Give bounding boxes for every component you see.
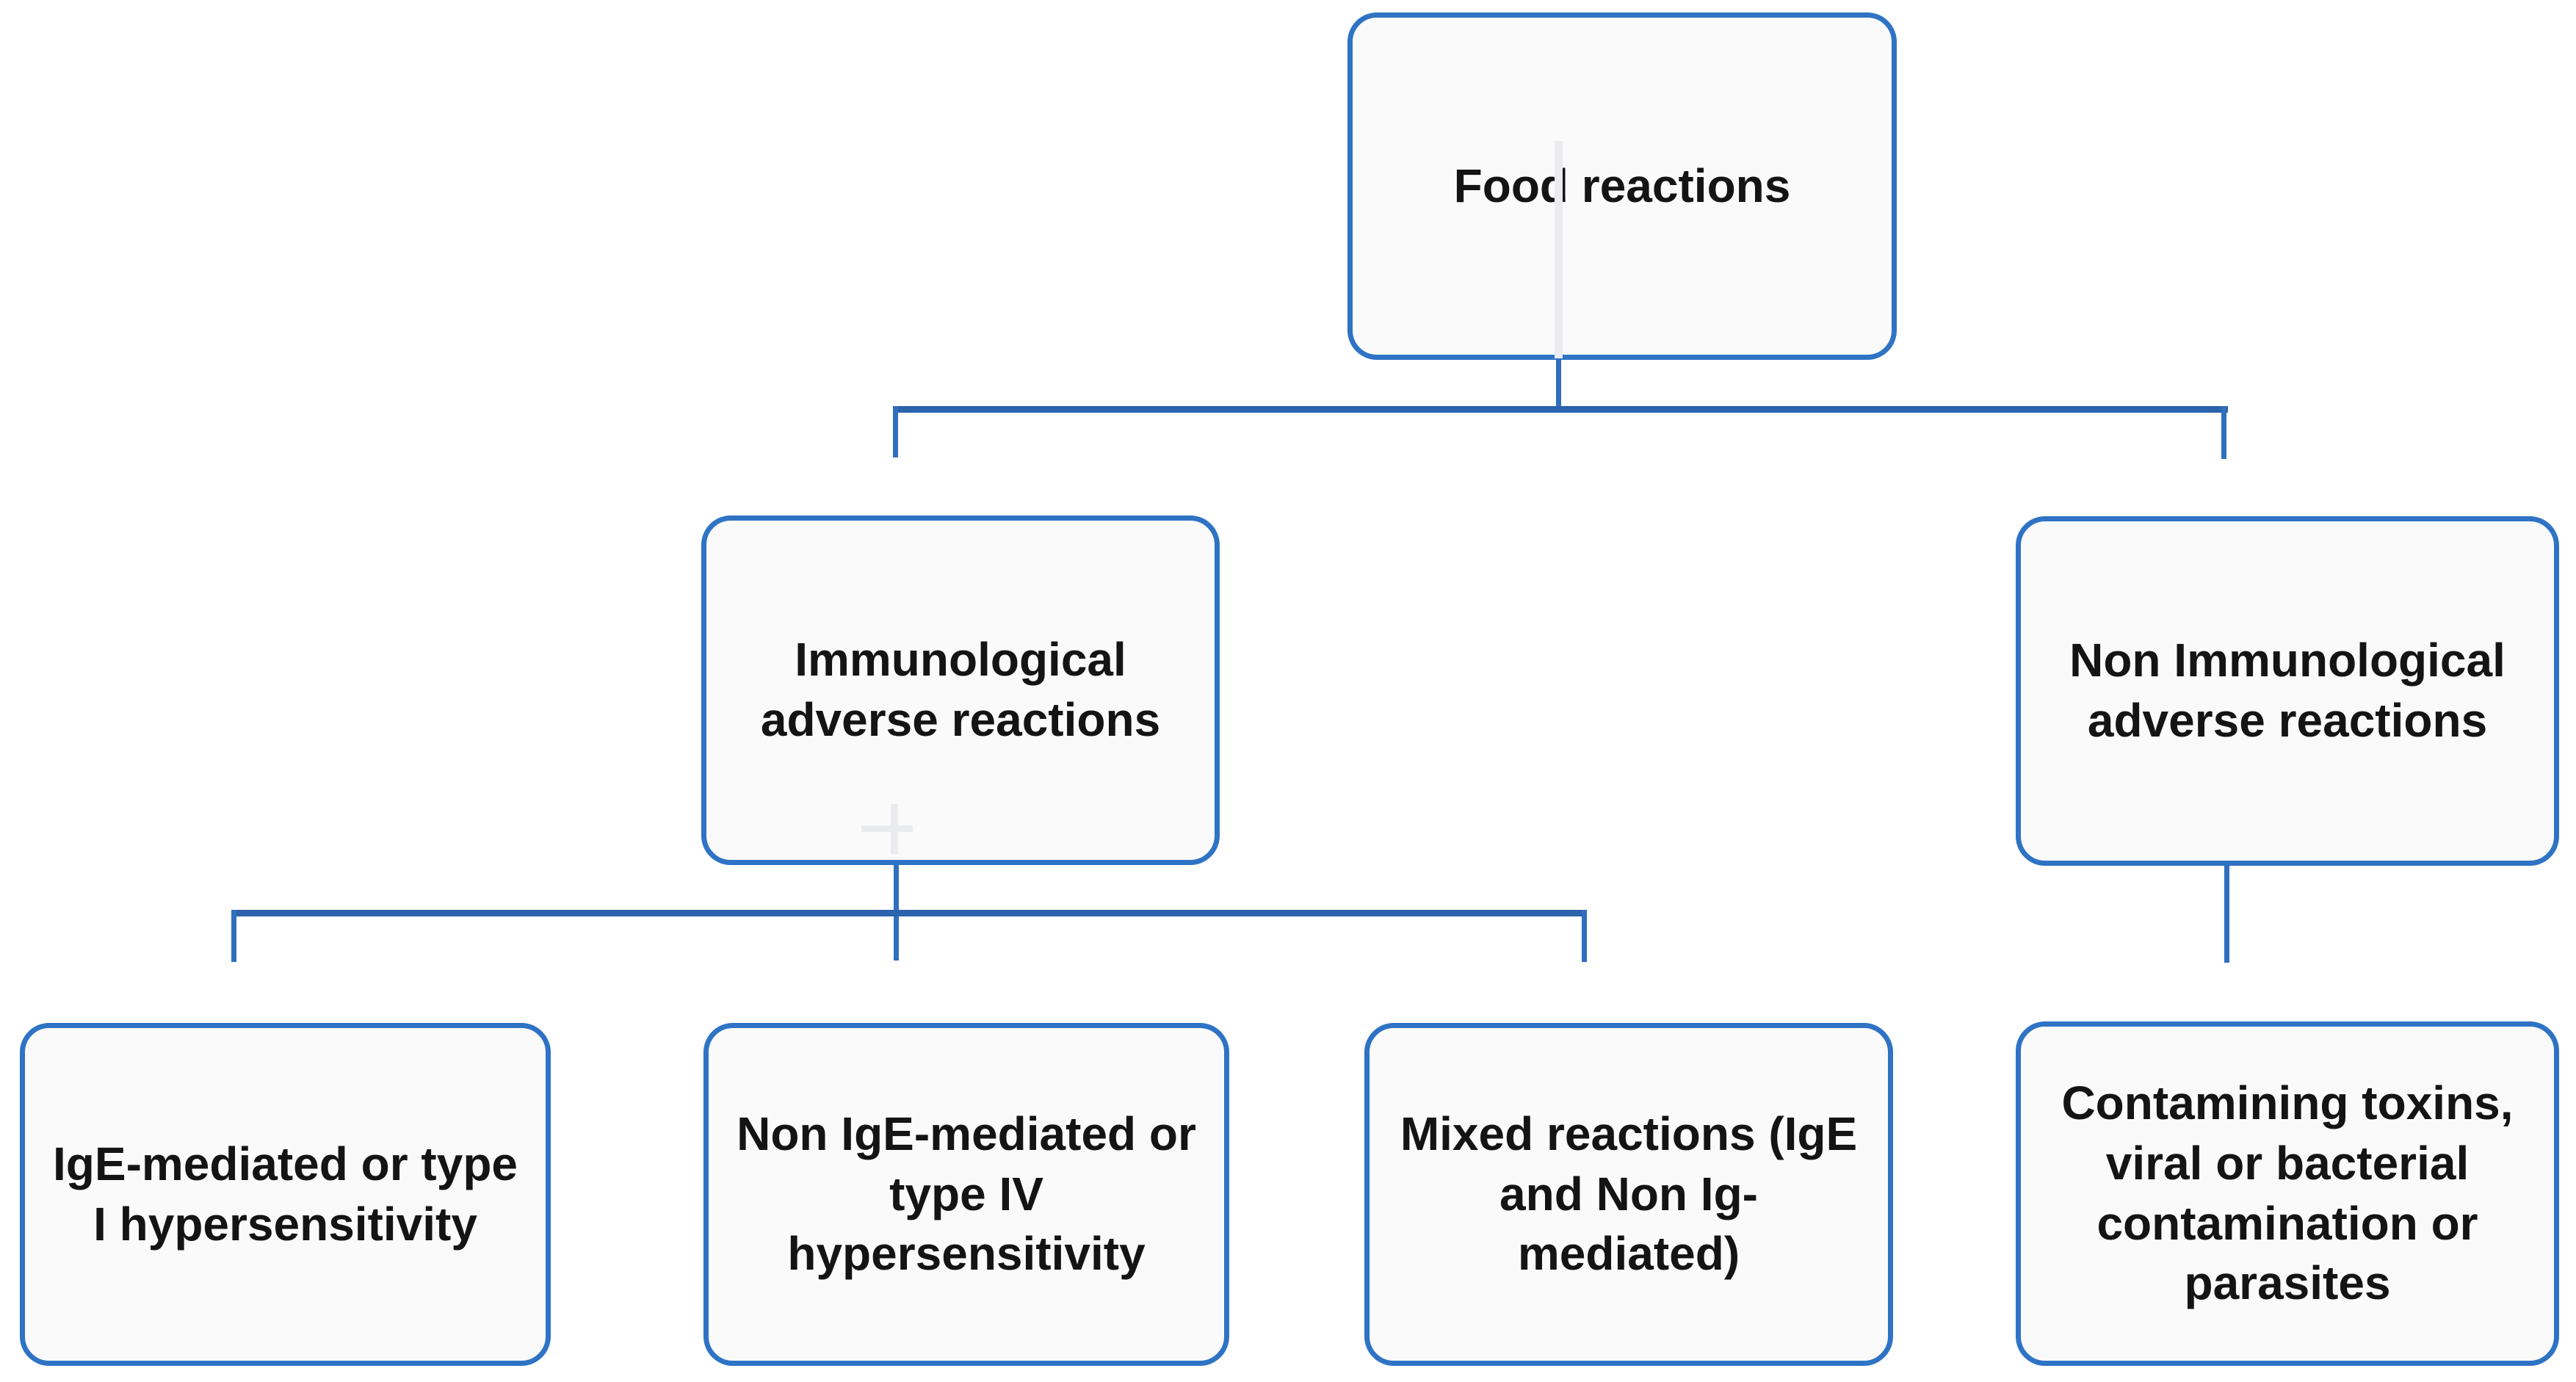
node-mixed-reactions: Mixed reactions (IgE and Non Ig- mediate… xyxy=(1364,1023,1893,1366)
node-contaminating-toxins: Contamining toxins, viral or bacterial c… xyxy=(2016,1021,2559,1366)
connector-level2-left-stub xyxy=(231,910,236,962)
faint-plus-artifact-vertical xyxy=(891,804,898,854)
node-ige-mediated-type-i: IgE-mediated or type I hypersensitivity xyxy=(20,1023,551,1366)
node-food-reactions: Food reactions xyxy=(1347,12,1897,360)
connector-level1-left-stub xyxy=(893,406,898,457)
connector-level2-right-stub xyxy=(1582,910,1587,962)
node-non-immunological-adverse-reactions: Non Immunological adverse reactions xyxy=(2016,516,2559,866)
faint-vertical-line-artifact xyxy=(1555,141,1563,358)
connector-level1-trunk xyxy=(893,406,2228,413)
connector-root-stem xyxy=(1556,360,1561,410)
node-immunological-adverse-reactions: Immunological adverse reactions xyxy=(701,515,1220,865)
connector-level2-trunk xyxy=(234,910,1587,916)
connector-level1-right-stub xyxy=(2221,406,2226,459)
faint-plus-artifact-horizontal xyxy=(861,825,913,832)
connector-non-immunological-stem xyxy=(2224,866,2229,963)
node-non-ige-mediated-type-iv: Non IgE-mediated or type IV hypersensiti… xyxy=(703,1023,1229,1366)
